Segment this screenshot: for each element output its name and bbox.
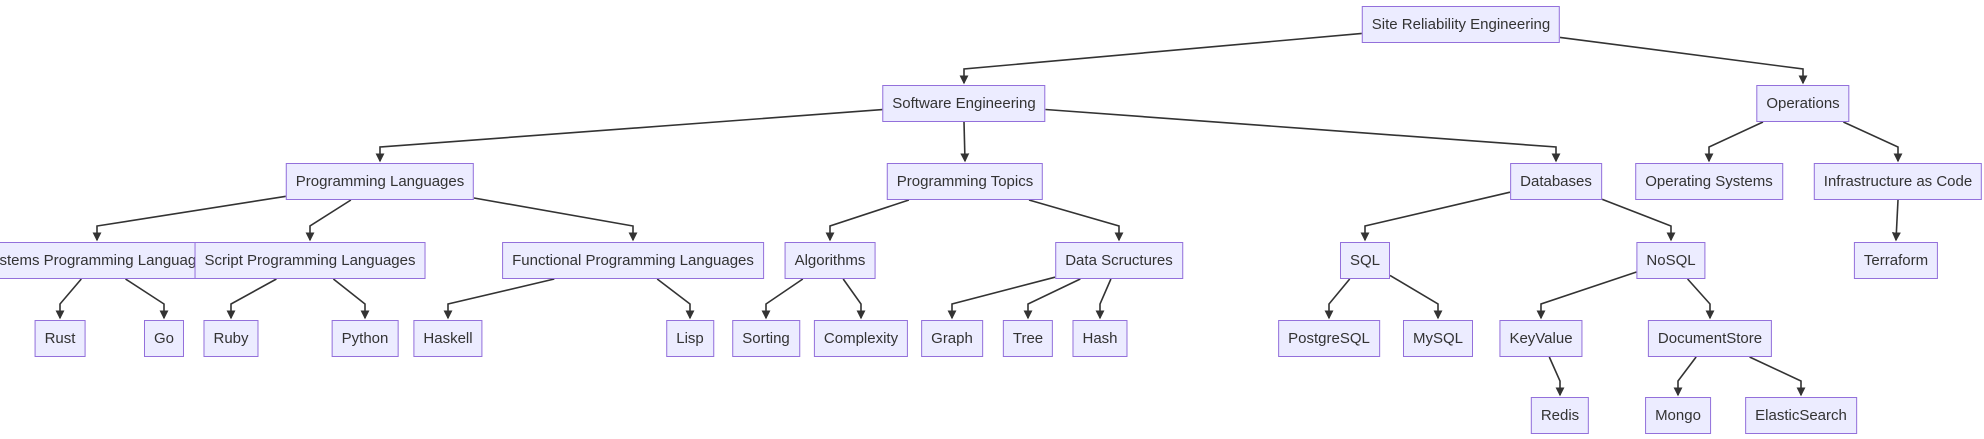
node-db: Databases	[1510, 163, 1602, 200]
node-documentstore: DocumentStore	[1647, 320, 1773, 357]
edge-pl-spl	[92, 195, 287, 242]
edge-nosql-keyvalue	[1536, 271, 1637, 320]
node-mongo: Mongo	[1645, 397, 1711, 434]
node-go: Go	[143, 320, 185, 357]
node-elasticsearch: ElasticSearch	[1745, 397, 1857, 434]
edge-fpl-haskell	[443, 278, 555, 320]
node-python: Python	[331, 320, 399, 357]
edge-sql-postgresql	[1324, 278, 1351, 320]
edge-scl-ruby	[226, 278, 277, 320]
edge-swe-db	[1045, 108, 1561, 163]
node-pl: Programming Languages	[285, 163, 475, 200]
edge-alg-complexity	[842, 278, 866, 320]
edge-swe-pl	[375, 108, 883, 163]
node-alg: Algorithms	[784, 242, 876, 279]
node-os: Operating Systems	[1635, 163, 1783, 200]
edge-documentstore-elasticsearch	[1749, 356, 1806, 397]
edge-ops-iac	[1843, 121, 1903, 163]
edge-keyvalue-redis	[1548, 356, 1565, 397]
node-tf: Terraform	[1853, 242, 1939, 279]
edge-scl-python	[332, 278, 370, 320]
node-lisp: Lisp	[666, 320, 714, 357]
edge-pl-scl	[305, 199, 352, 242]
edge-documentstore-mongo	[1673, 356, 1697, 397]
node-ops: Operations	[1756, 85, 1850, 122]
node-hash: Hash	[1072, 320, 1128, 357]
edge-swe-pt	[960, 121, 970, 163]
node-sql: SQL	[1339, 242, 1391, 279]
node-redis: Redis	[1530, 397, 1590, 434]
node-tree: Tree	[1002, 320, 1054, 357]
edge-pt-alg	[825, 199, 910, 242]
node-keyvalue: KeyValue	[1499, 320, 1583, 357]
node-sre: Site Reliability Engineering	[1361, 6, 1561, 43]
node-graph: Graph	[921, 320, 983, 357]
node-haskell: Haskell	[413, 320, 483, 357]
node-scl: Script Programming Languages	[194, 242, 426, 279]
node-sorting: Sorting	[732, 320, 800, 357]
edge-ds-hash	[1095, 278, 1112, 320]
node-ds: Data Scructures	[1055, 242, 1183, 279]
edge-sql-mysql	[1389, 274, 1443, 320]
edge-db-nosql	[1601, 198, 1676, 242]
node-postgresql: PostgreSQL	[1278, 320, 1380, 357]
edge-pt-ds	[1028, 199, 1124, 242]
node-nosql: NoSQL	[1636, 242, 1706, 279]
edge-sre-ops	[1559, 36, 1808, 85]
edge-spl-rust	[55, 278, 82, 320]
edge-ds-graph	[947, 276, 1056, 320]
edge-sre-swe	[959, 32, 1363, 85]
node-iac: Infrastructure as Code	[1813, 163, 1983, 200]
edge-alg-sorting	[761, 278, 804, 320]
node-ruby: Ruby	[203, 320, 259, 357]
edge-db-sql	[1360, 191, 1511, 242]
edge-iac-tf	[1891, 199, 1901, 242]
edge-ops-os	[1704, 121, 1764, 163]
edge-ds-tree	[1023, 278, 1081, 320]
node-rust: Rust	[34, 320, 86, 357]
edge-pl-fpl	[473, 197, 638, 242]
edge-spl-go	[125, 278, 169, 320]
node-swe: Software Engineering	[882, 85, 1046, 122]
node-mysql: MySQL	[1402, 320, 1474, 357]
node-spl: Systems Programming Languages	[0, 242, 223, 279]
node-complexity: Complexity	[813, 320, 909, 357]
node-pt: Programming Topics	[886, 163, 1044, 200]
edge-fpl-lisp	[656, 278, 695, 320]
node-fpl: Functional Programming Languages	[502, 242, 764, 279]
edge-nosql-documentstore	[1687, 278, 1715, 320]
